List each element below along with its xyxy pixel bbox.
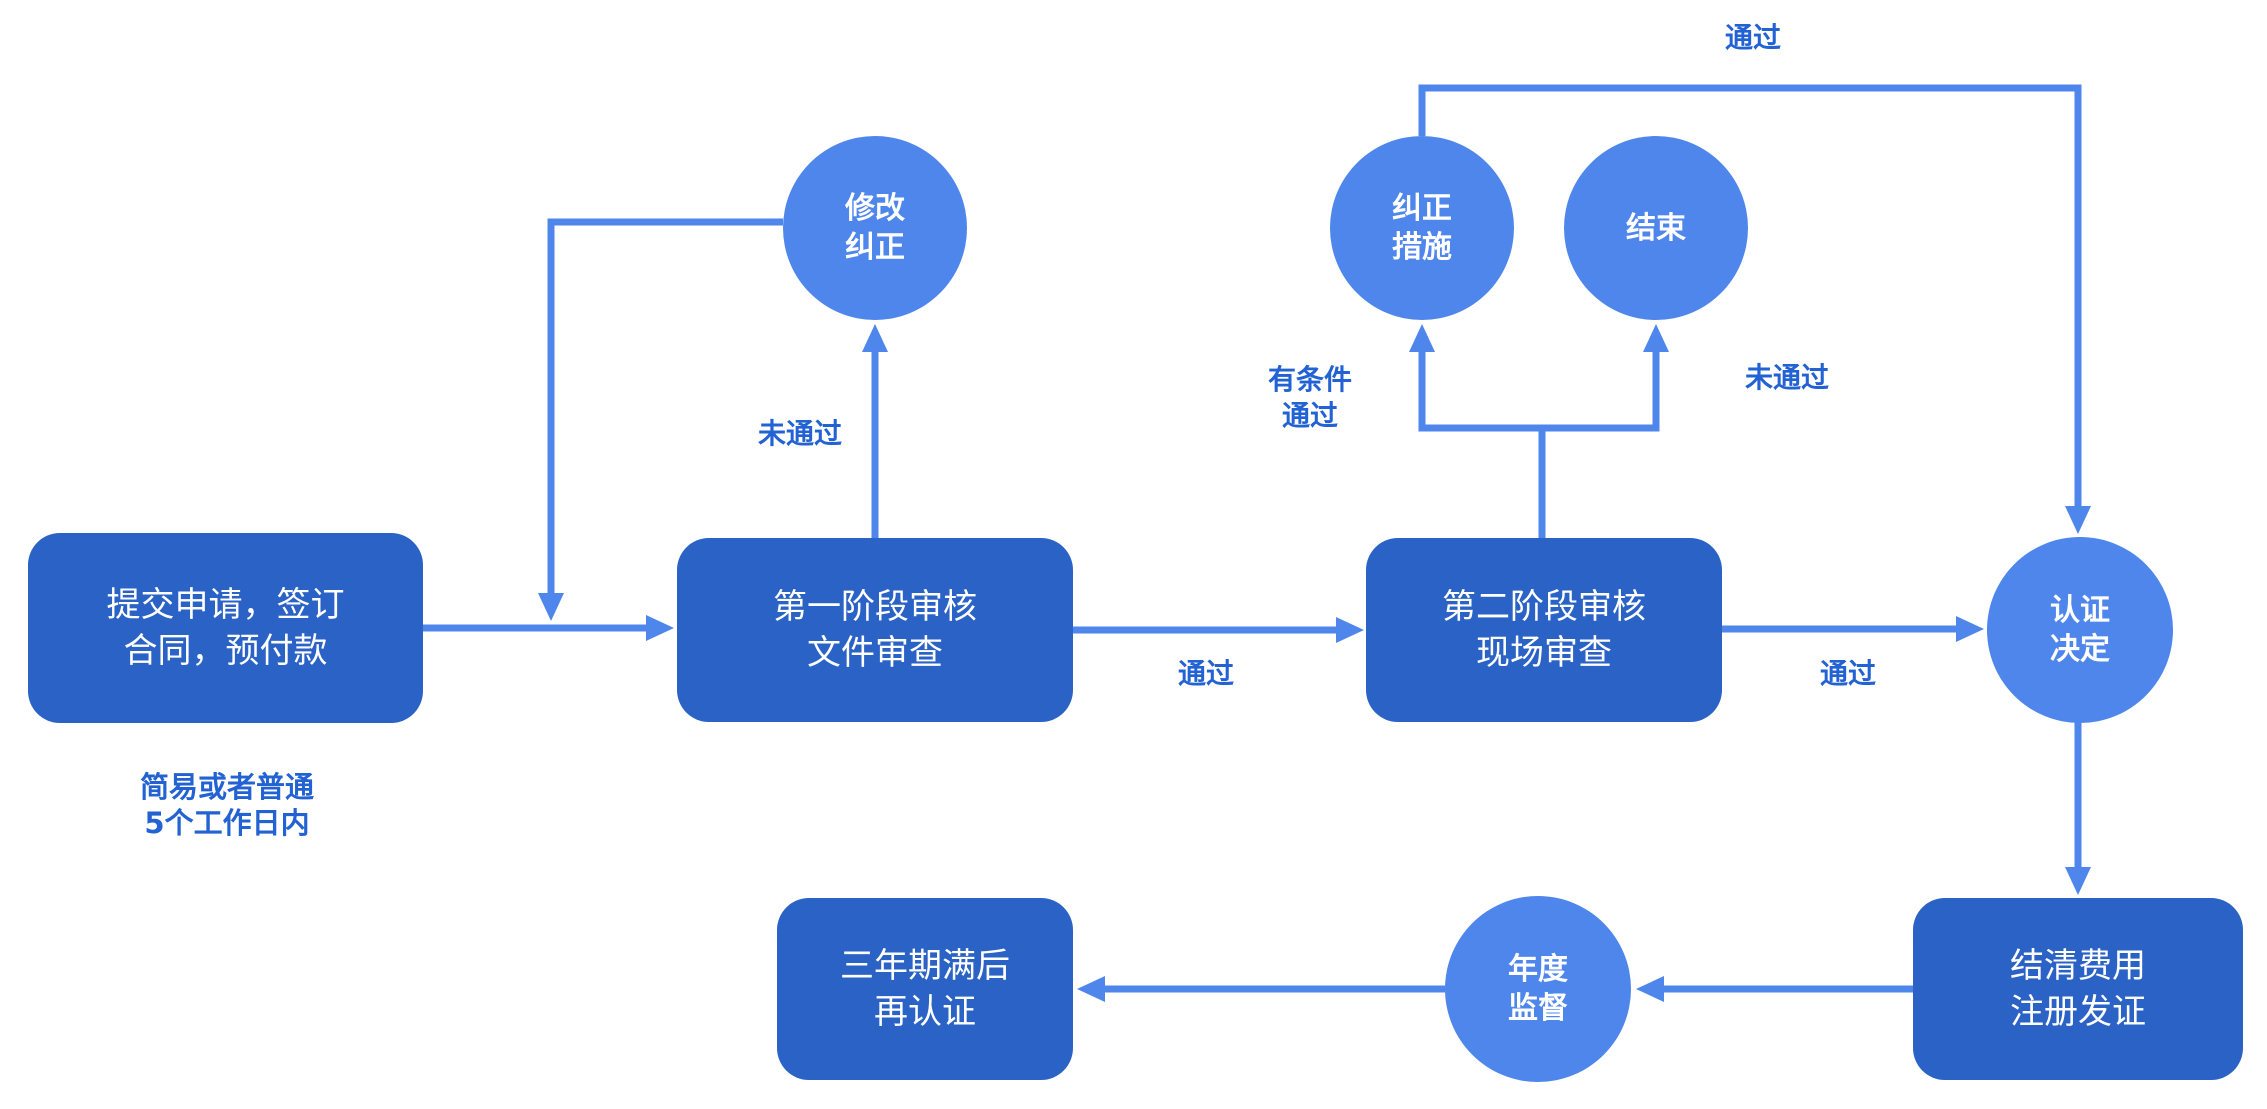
node-stage2-onsite-review: 第二阶段审核 现场审查 [1366,538,1722,722]
arrowhead-into-end [1643,324,1669,352]
arrowhead-into-stage2 [1336,617,1364,643]
node-submit-application: 提交申请，签订 合同，预付款 [28,533,423,723]
node-submit-application-label: 提交申请，签订 合同，预付款 [106,585,345,671]
node-revise-label: 修改 纠正 [845,191,905,265]
arrowhead-into-corrective [1409,324,1435,352]
node-end-label: 结束 [1626,210,1686,246]
node-certification-decision: 认证 决定 [1987,537,2173,723]
node-stage2-label: 第二阶段审核 现场审查 [1442,587,1646,673]
node-corrective-label: 纠正 措施 [1392,191,1452,265]
node-recertification-after-three-years: 三年期满后 再认证 [777,898,1073,1080]
edge-label-fail-stage2: 未通过 [1744,361,1830,394]
arrowhead-into-recert [1077,976,1105,1002]
arrowhead-into-decision-left [1956,616,1984,642]
caption-processing-time: 简易或者普通 5个工作日内 [139,770,315,840]
edge-label-pass-stage1: 通过 [1177,657,1235,690]
node-annual-supervision: 年度 监督 [1445,896,1631,1082]
arrowhead-into-decision-top [2065,506,2091,534]
edge-stage2-branch-u [1418,350,1660,432]
arrowhead-into-annual [1636,976,1664,1002]
node-stage1-document-review: 第一阶段审核 文件审查 [677,538,1073,722]
arrowhead-loopback-down [538,593,564,621]
edge-label-conditional-pass: 有条件 通过 [1267,363,1353,432]
edge-label-pass-stage2: 通过 [1819,657,1877,690]
arrowhead-into-revise [862,324,888,352]
arrowhead-into-settle [2065,867,2091,895]
arrowhead-into-stage1 [646,615,674,641]
edge-corrective-to-decision [1418,84,2082,508]
node-annual-label: 年度 监督 [1508,952,1568,1026]
node-settle-fees-issue-certificate: 结清费用 注册发证 [1913,898,2243,1080]
edge-label-pass-top: 通过 [1724,21,1782,54]
node-stage1-label: 第一阶段审核 文件审查 [773,587,977,673]
node-end: 结束 [1564,136,1748,320]
edge-label-fail-stage1: 未通过 [757,417,843,450]
node-revise-correct: 修改 纠正 [783,136,967,320]
edge-revise-loopback [547,218,783,595]
node-decision-label: 认证 决定 [2050,593,2110,667]
node-corrective-measures: 纠正 措施 [1330,136,1514,320]
node-recert-label: 三年期满后 再认证 [840,946,1010,1032]
node-settle-label: 结清费用 注册发证 [2010,946,2146,1032]
